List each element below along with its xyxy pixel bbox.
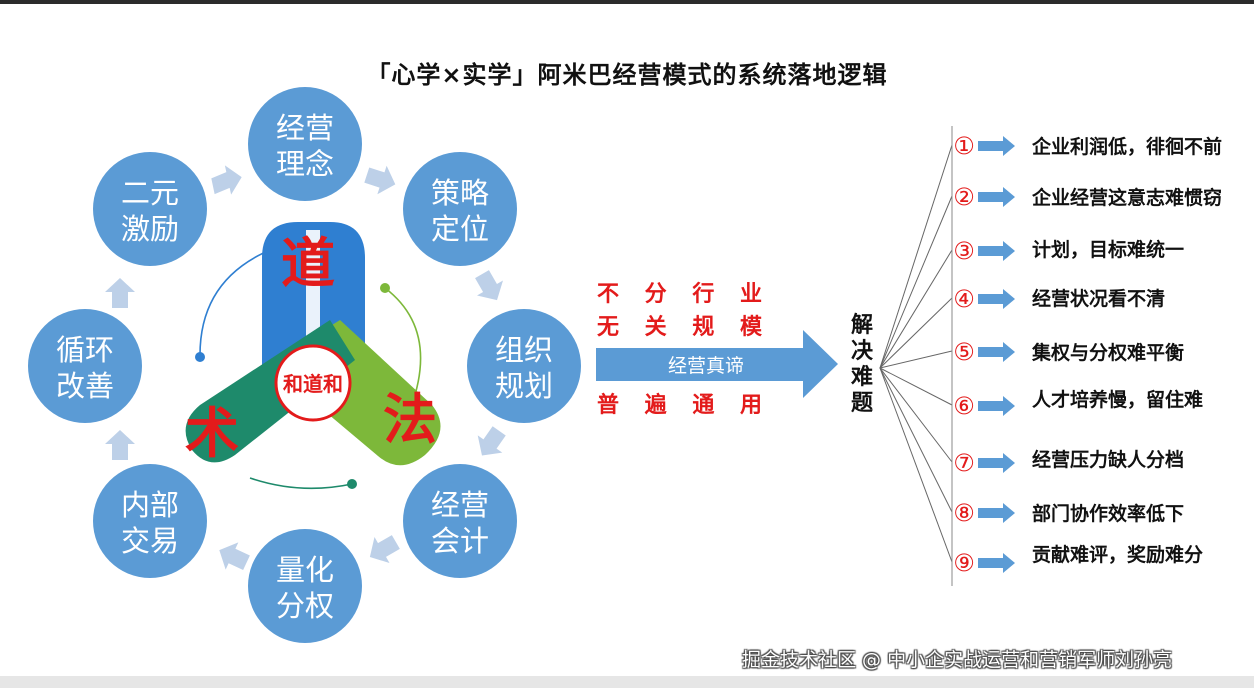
solve-char: 解 <box>851 312 873 338</box>
problem-item: ③ 计划，目标难统一 <box>953 237 1184 265</box>
arrow-top-line1: 不 分 行 业 <box>597 281 771 307</box>
cycle-node-line1: 循环 <box>56 333 114 367</box>
cycle-arrow <box>105 430 135 460</box>
solve-label: 解 决 难 题 <box>850 312 874 416</box>
problem-number: ② <box>953 183 975 211</box>
cycle-node-management-accounting: 经营 会计 <box>403 464 517 578</box>
shu-label: 术 <box>185 401 239 465</box>
core-arcs <box>195 249 422 490</box>
cycle-node-line1: 经营 <box>276 111 334 145</box>
cycle-arrow <box>369 535 400 563</box>
cycle-node-line2: 规划 <box>495 369 553 403</box>
problem-arrow-icon <box>978 136 1015 156</box>
cycle-node-line1: 量化 <box>276 553 334 587</box>
problem-item: ⑨ 贡献难评，奖励难分 <box>953 543 1203 577</box>
problem-arrow-icon <box>978 187 1015 207</box>
cycle-node-organization-planning: 组织 规划 <box>467 309 581 423</box>
core-emblem: 和道和 道 术 法 <box>185 222 441 466</box>
problem-number: ⑦ <box>953 449 975 477</box>
problem-text: 经营状况看不清 <box>1032 287 1165 310</box>
problem-number: ⑥ <box>953 392 975 420</box>
cycle-arrow <box>364 165 396 195</box>
core-center <box>274 344 352 422</box>
problem-list: ① 企业利润低，徘徊不前 ② 企业经营这意志难惯窃 ③ 计划，目标难统一 ④ 经… <box>953 132 1222 577</box>
problem-item: ② 企业经营这意志难惯窃 <box>953 183 1222 211</box>
problem-number: ① <box>953 132 975 160</box>
bottom-border <box>0 676 1254 688</box>
fa-label: 法 <box>383 387 437 451</box>
cycle-arrow <box>477 426 506 456</box>
arrow-bottom-line: 普 遍 通 用 <box>597 392 771 418</box>
cycle-arrow <box>475 270 503 301</box>
cycle-circles: 经营 理念 策略 定位 组织 规划 经营 会计 量化 分权 内部 交易 <box>28 87 581 643</box>
cycle-node-line2: 分权 <box>276 589 334 623</box>
cycle-node-line2: 理念 <box>276 147 334 181</box>
cycle-arrow <box>219 542 250 571</box>
core-center-label: 和道和 <box>283 372 343 396</box>
problem-item: ④ 经营状况看不清 <box>953 285 1165 313</box>
cycle-node-line1: 内部 <box>121 488 179 522</box>
top-border <box>0 0 1254 4</box>
problem-text: 计划，目标难统一 <box>1032 238 1184 261</box>
cycle-node-line2: 会计 <box>431 524 489 558</box>
cycle-node-line2: 交易 <box>121 524 179 558</box>
cycle-node-line2: 改善 <box>56 369 114 403</box>
cycle-node-line1: 经营 <box>431 488 489 522</box>
problem-number: ⑨ <box>953 549 975 577</box>
cycle-node-line2: 定位 <box>431 212 489 246</box>
problem-text: 企业利润低，徘徊不前 <box>1031 135 1222 158</box>
problem-arrow-icon <box>978 503 1015 523</box>
dao-label: 道 <box>281 231 335 295</box>
problem-arrow-icon <box>978 453 1015 473</box>
solve-char: 决 <box>851 339 874 364</box>
problem-arrow-icon <box>978 289 1015 309</box>
watermark: 掘金技术社区 @ 中小企实战运营和营销军师刘孙亮 <box>742 649 1173 671</box>
problem-number: ⑧ <box>953 499 975 527</box>
solve-char: 难 <box>850 365 873 390</box>
problem-number: ③ <box>953 237 975 265</box>
problem-item: ⑦ 经营压力缺人分档 <box>953 448 1184 477</box>
problem-item: ⑤ 集权与分权难平衡 <box>953 338 1184 366</box>
problem-number: ④ <box>953 285 975 313</box>
arrow-shape <box>596 330 838 398</box>
cycle-node-quantified-delegation: 量化 分权 <box>248 529 362 643</box>
fan-lines <box>879 126 953 586</box>
cycle-node-line1: 策略 <box>431 176 489 210</box>
problem-arrow-icon <box>978 396 1015 416</box>
cycle-node-line2: 激励 <box>121 212 179 246</box>
problem-text: 经营压力缺人分档 <box>1032 448 1184 471</box>
problem-text: 企业经营这意志难惯窃 <box>1031 186 1222 209</box>
problem-arrow-icon <box>978 342 1015 362</box>
problem-item: ⑧ 部门协作效率低下 <box>953 499 1184 527</box>
cycle-arrow <box>105 278 135 308</box>
cycle-node-management-philosophy: 经营 理念 <box>248 87 362 201</box>
cycle-arrows <box>105 165 506 571</box>
problem-text: 贡献难评，奖励难分 <box>1032 543 1203 566</box>
cycle-node-line1: 组织 <box>495 333 553 367</box>
problem-arrow-icon <box>978 553 1015 573</box>
problem-text: 集权与分权难平衡 <box>1031 341 1184 364</box>
cycle-node-dual-incentive: 二元 激励 <box>93 152 207 266</box>
solve-char: 题 <box>851 391 874 416</box>
problem-text: 部门协作效率低下 <box>1032 502 1184 525</box>
arrow-top-line2: 无 关 规 模 <box>597 315 771 340</box>
problem-text: 人才培养慢，留住难 <box>1032 388 1203 411</box>
problem-arrow-icon <box>978 241 1015 261</box>
page-title: 「心学×实学」阿米巴经营模式的系统落地逻辑 <box>366 61 888 89</box>
cycle-arrow <box>211 165 242 195</box>
cycle-node-line1: 二元 <box>121 176 179 210</box>
cycle-node-continuous-improvement: 循环 改善 <box>28 309 142 423</box>
problem-number: ⑤ <box>953 338 975 366</box>
problem-item: ① 企业利润低，徘徊不前 <box>953 132 1222 160</box>
arrow-label: 经营真谛 <box>668 355 744 377</box>
cycle-node-internal-trading: 内部 交易 <box>93 464 207 578</box>
cycle-node-strategy-positioning: 策略 定位 <box>403 152 517 266</box>
problem-item: ⑥ 人才培养慢，留住难 <box>953 388 1203 420</box>
main-arrow: 经营真谛 不 分 行 业 无 关 规 模 普 遍 通 用 <box>596 281 838 418</box>
